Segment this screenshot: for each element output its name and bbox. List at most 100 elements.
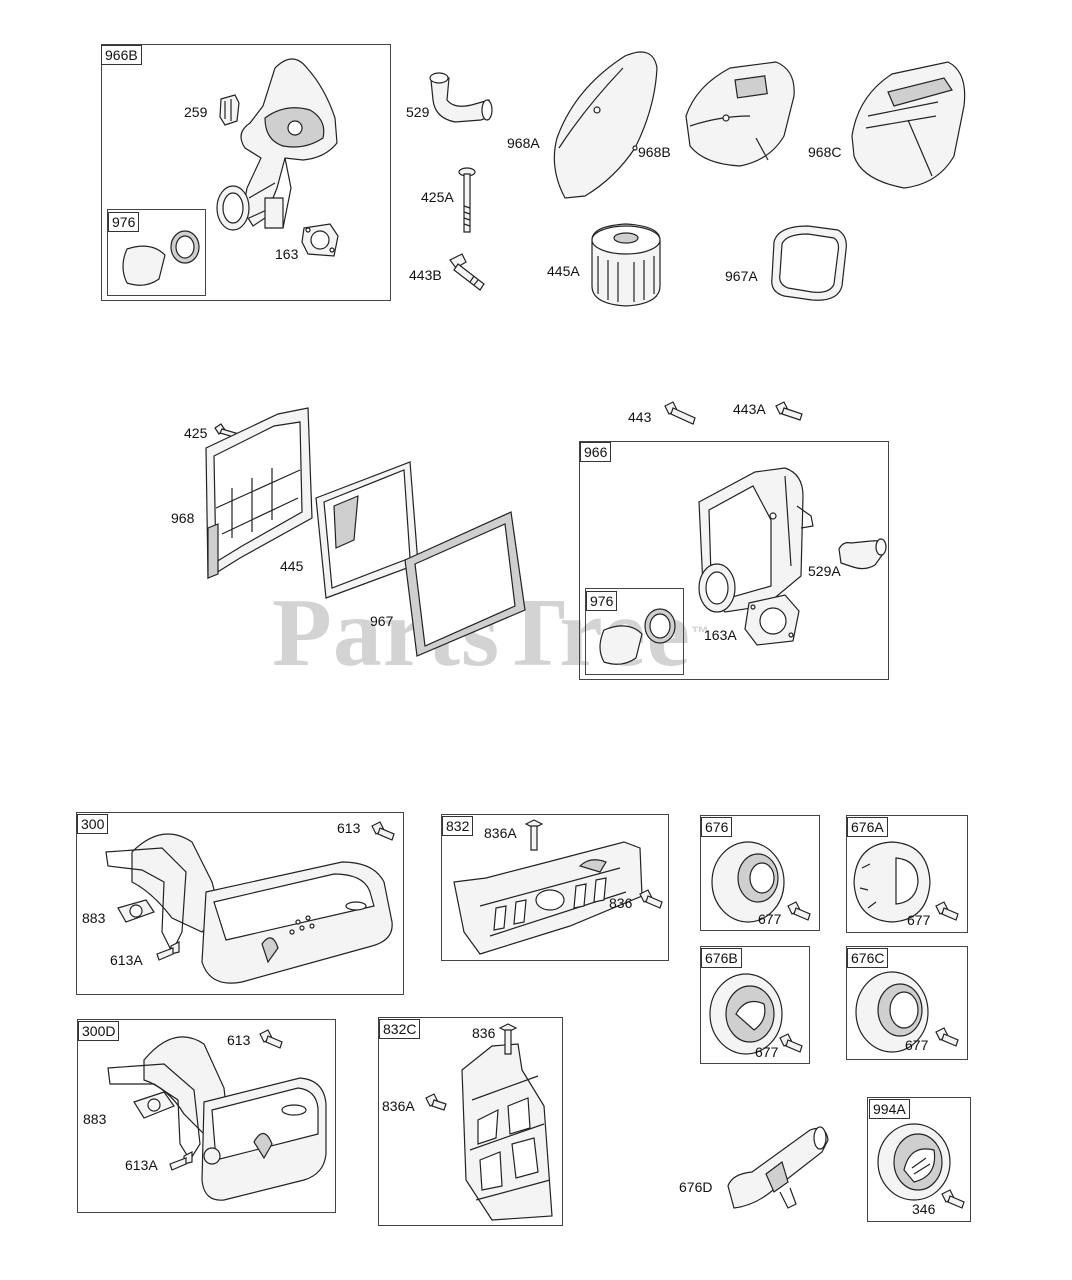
screw-613-b-illustration bbox=[258, 1028, 284, 1050]
kit-box-676c bbox=[846, 946, 968, 1060]
prefilter-967-illustration bbox=[403, 510, 527, 658]
label-968a[interactable]: 968A bbox=[507, 135, 540, 151]
filter-445a-illustration bbox=[588, 220, 664, 308]
clip-259-illustration bbox=[217, 93, 241, 127]
kit-box-676a bbox=[846, 815, 968, 933]
screw-613a-b-illustration bbox=[168, 1150, 194, 1174]
cover-968b-illustration bbox=[680, 56, 798, 168]
kit-box-966 bbox=[579, 441, 889, 680]
label-163a[interactable]: 163A bbox=[704, 627, 737, 643]
label-259[interactable]: 259 bbox=[184, 104, 208, 120]
prefilter-967a-illustration bbox=[768, 222, 850, 304]
label-613[interactable]: 613 bbox=[337, 820, 361, 836]
label-677-d[interactable]: 677 bbox=[905, 1037, 929, 1053]
callout-976-upper[interactable]: 976 bbox=[108, 212, 140, 232]
label-676d[interactable]: 676D bbox=[679, 1179, 713, 1195]
label-445a[interactable]: 445A bbox=[547, 263, 580, 279]
screw-677-c-illustration bbox=[778, 1032, 804, 1056]
callout-676a[interactable]: 676A bbox=[847, 817, 888, 837]
base-968-illustration bbox=[202, 408, 314, 580]
screw-836a-b-illustration bbox=[424, 1092, 448, 1114]
elbow-529a-illustration bbox=[835, 533, 889, 573]
kit-box-832c bbox=[378, 1017, 563, 1226]
callout-966[interactable]: 966 bbox=[580, 442, 612, 462]
kit-box-976-upper bbox=[107, 209, 206, 296]
label-425[interactable]: 425 bbox=[184, 425, 208, 441]
deflector-676b-illustration bbox=[706, 970, 786, 1056]
air-cleaner-base-966-illustration bbox=[685, 466, 825, 626]
gasket-883-b-illustration bbox=[132, 1090, 176, 1120]
cover-968a-illustration bbox=[545, 48, 660, 198]
label-346[interactable]: 346 bbox=[912, 1201, 936, 1217]
callout-300d[interactable]: 300D bbox=[78, 1021, 120, 1041]
screw-613a-illustration bbox=[155, 940, 181, 964]
kit-box-676b bbox=[700, 946, 810, 1064]
label-968b[interactable]: 968B bbox=[638, 144, 671, 160]
kit-box-976-lower bbox=[585, 588, 684, 675]
filter-445-illustration bbox=[314, 460, 420, 600]
muffler-guard-832-illustration bbox=[450, 836, 650, 956]
label-677-b[interactable]: 677 bbox=[907, 912, 931, 928]
screw-677-b-illustration bbox=[934, 900, 960, 924]
label-883[interactable]: 883 bbox=[82, 910, 106, 926]
label-425a[interactable]: 425A bbox=[421, 189, 454, 205]
element-976-upper-illustration bbox=[113, 227, 201, 289]
screw-346-illustration bbox=[940, 1188, 966, 1212]
kit-box-832 bbox=[441, 814, 669, 961]
label-529[interactable]: 529 bbox=[406, 104, 430, 120]
screw-836a-illustration bbox=[524, 818, 544, 852]
kit-box-966b bbox=[101, 44, 391, 301]
screw-677-d-illustration bbox=[934, 1026, 960, 1050]
element-976-lower-illustration bbox=[592, 604, 680, 668]
label-836[interactable]: 836 bbox=[609, 895, 633, 911]
label-836a-b[interactable]: 836A bbox=[382, 1098, 415, 1114]
spark-arrestor-994a-illustration bbox=[874, 1120, 954, 1202]
muffler-300d-illustration bbox=[104, 1024, 330, 1208]
deflector-676a-illustration bbox=[852, 838, 932, 924]
screw-677-a-illustration bbox=[786, 900, 812, 924]
muffler-guard-832c-illustration bbox=[452, 1040, 554, 1220]
label-968c[interactable]: 968C bbox=[808, 144, 842, 160]
label-443a[interactable]: 443A bbox=[733, 401, 766, 417]
deflector-676-illustration bbox=[708, 838, 788, 924]
label-613a[interactable]: 613A bbox=[110, 952, 143, 968]
stud-443b-illustration bbox=[448, 252, 492, 292]
label-883-b[interactable]: 883 bbox=[83, 1111, 107, 1127]
cover-968c-illustration bbox=[848, 56, 968, 190]
gasket-883-illustration bbox=[116, 898, 156, 924]
label-613-b[interactable]: 613 bbox=[227, 1032, 251, 1048]
callout-994a[interactable]: 994A bbox=[869, 1099, 910, 1119]
exhaust-extension-676d-illustration bbox=[722, 1122, 832, 1218]
deflector-676c-illustration bbox=[852, 968, 932, 1054]
elbow-529-illustration bbox=[425, 70, 495, 126]
callout-832[interactable]: 832 bbox=[442, 816, 474, 836]
screw-836-illustration bbox=[638, 888, 664, 912]
kit-box-300 bbox=[76, 812, 404, 995]
label-967a[interactable]: 967A bbox=[725, 268, 758, 284]
label-613a-b[interactable]: 613A bbox=[125, 1157, 158, 1173]
label-529a[interactable]: 529A bbox=[808, 563, 841, 579]
callout-832c[interactable]: 832C bbox=[379, 1019, 421, 1039]
callout-300[interactable]: 300 bbox=[77, 814, 109, 834]
label-836-b[interactable]: 836 bbox=[472, 1025, 496, 1041]
bolt-443-illustration bbox=[663, 400, 697, 426]
label-443[interactable]: 443 bbox=[628, 409, 652, 425]
label-445[interactable]: 445 bbox=[280, 558, 304, 574]
label-677-a[interactable]: 677 bbox=[758, 911, 782, 927]
label-836a[interactable]: 836A bbox=[484, 825, 517, 841]
gasket-163a-illustration bbox=[743, 593, 801, 647]
callout-676c[interactable]: 676C bbox=[847, 948, 889, 968]
label-163[interactable]: 163 bbox=[275, 246, 299, 262]
label-968[interactable]: 968 bbox=[171, 510, 195, 526]
screw-613-illustration bbox=[370, 820, 396, 842]
callout-676b[interactable]: 676B bbox=[701, 948, 742, 968]
kit-box-300d bbox=[77, 1019, 336, 1213]
callout-676[interactable]: 676 bbox=[701, 817, 733, 837]
bolt-443a-illustration bbox=[774, 400, 804, 422]
gasket-163-illustration bbox=[300, 222, 340, 258]
label-967[interactable]: 967 bbox=[370, 613, 394, 629]
callout-976-lower[interactable]: 976 bbox=[586, 591, 618, 611]
callout-966b[interactable]: 966B bbox=[101, 45, 142, 65]
label-443b[interactable]: 443B bbox=[409, 267, 442, 283]
label-677-c[interactable]: 677 bbox=[755, 1044, 779, 1060]
